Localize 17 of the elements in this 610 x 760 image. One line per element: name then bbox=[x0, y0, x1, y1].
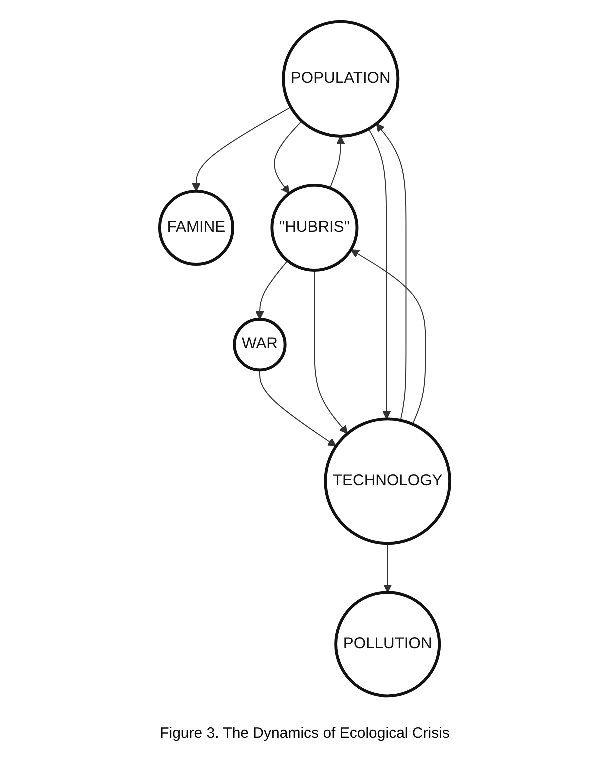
arrow bbox=[330, 136, 346, 188]
arrow bbox=[314, 270, 348, 434]
node-circle: POLLUTION bbox=[334, 590, 442, 698]
node-circle: FAMINE bbox=[158, 189, 234, 266]
arrow bbox=[192, 106, 292, 192]
figure-caption: Figure 3. The Dynamics of Ecological Crisis bbox=[160, 725, 450, 742]
arrow bbox=[350, 249, 426, 424]
arrow bbox=[376, 123, 407, 420]
arrow bbox=[274, 120, 302, 194]
node-circle: POPULATION bbox=[282, 20, 400, 138]
arrow bbox=[368, 128, 392, 420]
node-circle: "HUBRIS" bbox=[270, 183, 359, 272]
node-circle: WAR bbox=[233, 318, 287, 372]
arrow bbox=[259, 369, 337, 446]
arrow bbox=[384, 542, 392, 592]
node-circle: TECHNOLOGY bbox=[324, 417, 452, 545]
arrow bbox=[256, 260, 288, 320]
